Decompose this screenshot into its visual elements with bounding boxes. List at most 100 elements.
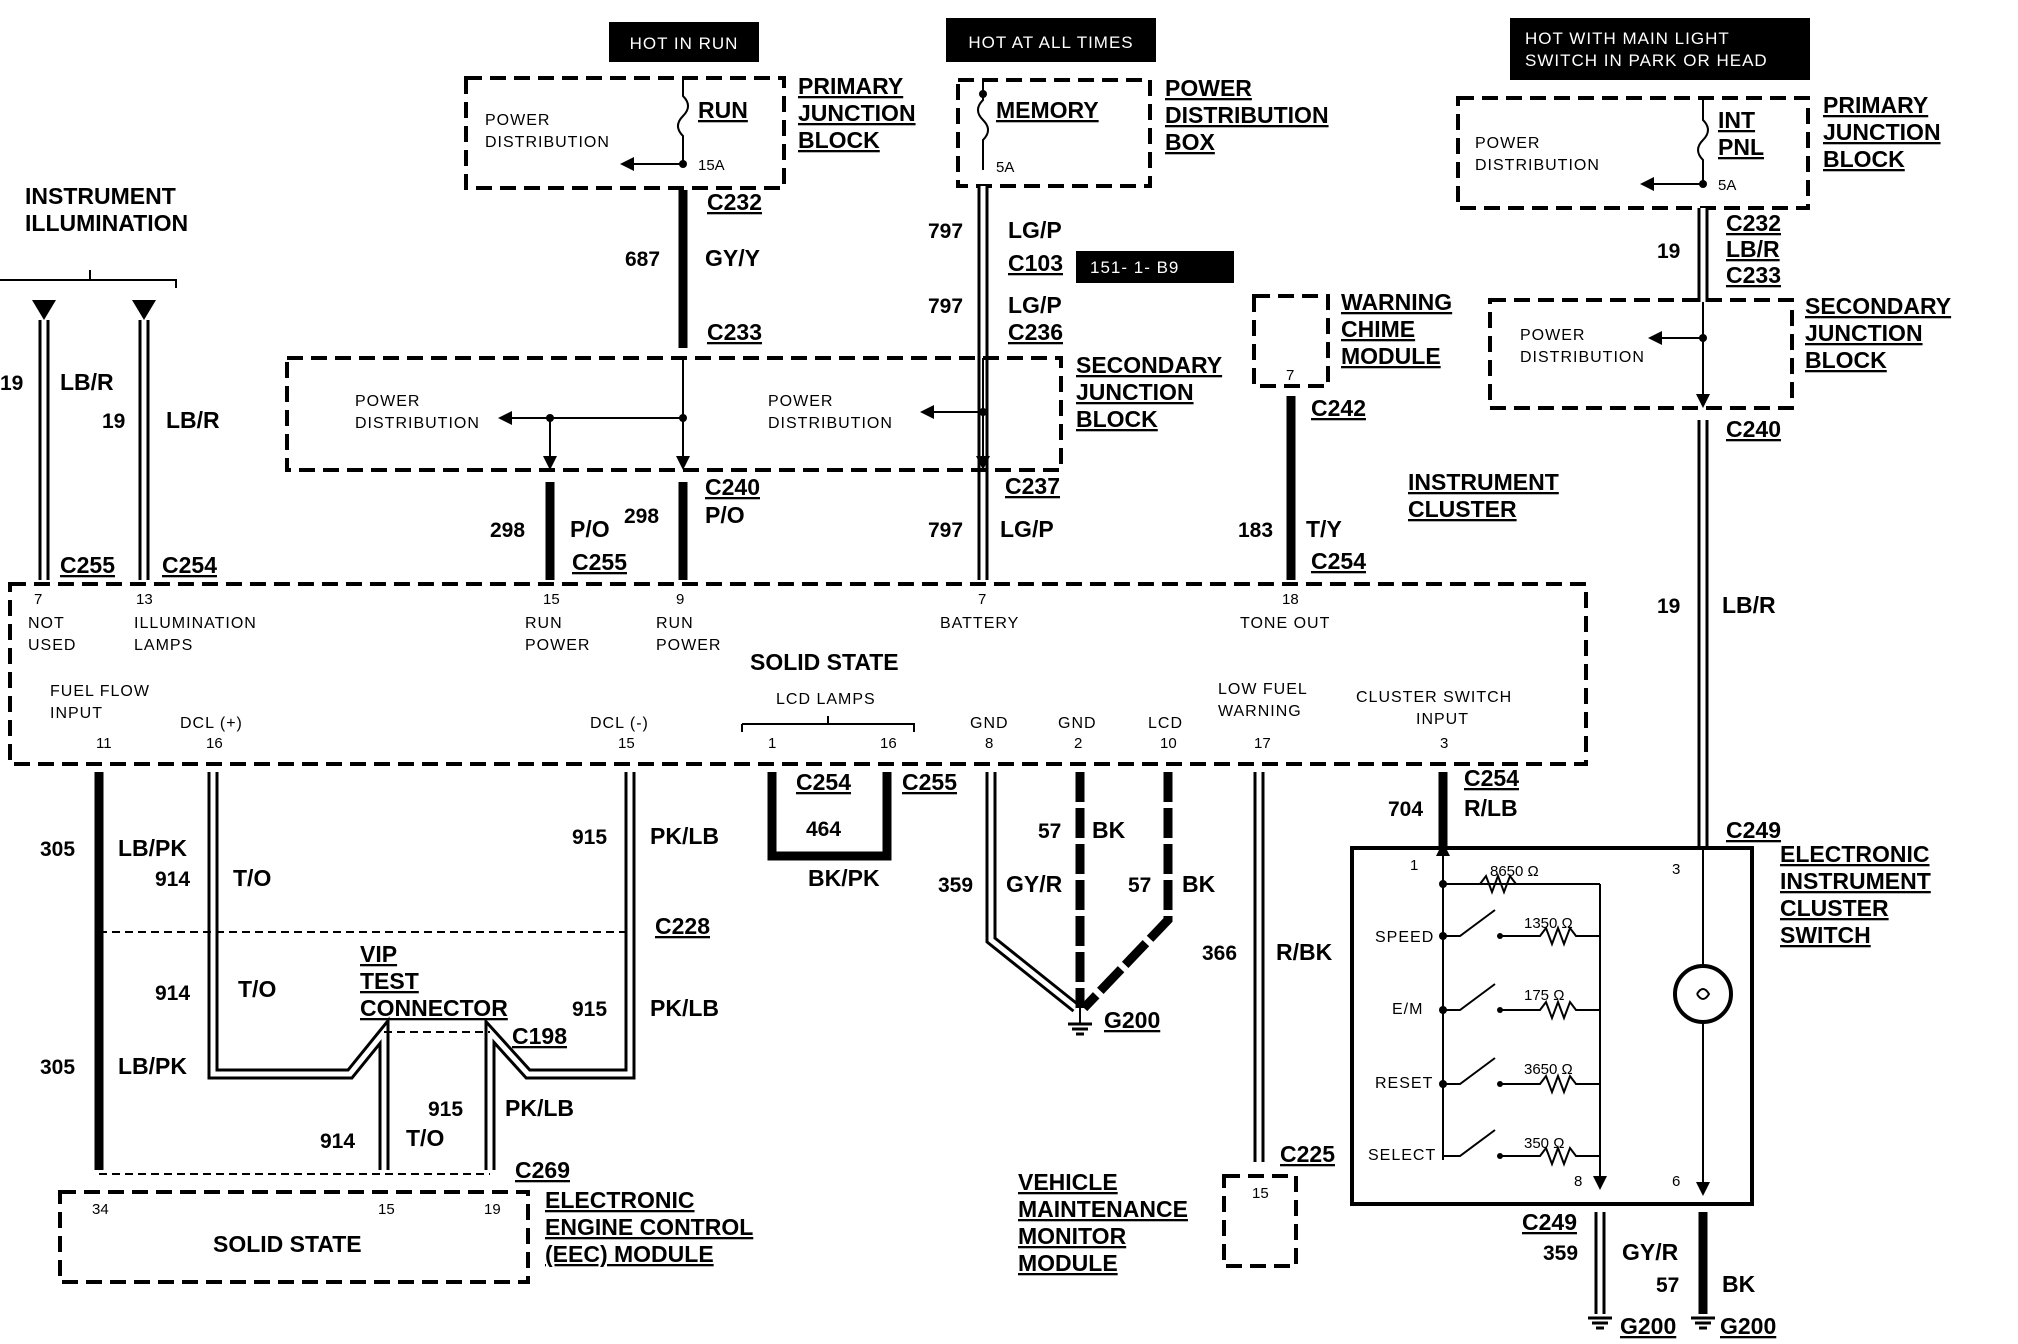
svg-text:BOX: BOX [1165,129,1216,155]
svg-text:POWER: POWER [1165,75,1252,101]
svg-text:PNL: PNL [1718,134,1764,160]
svg-text:BLOCK: BLOCK [1805,347,1887,373]
svg-text:MEMORY: MEMORY [996,97,1099,123]
wire-366: 366 R/BK C225 [1202,772,1335,1167]
svg-text:19: 19 [484,1201,501,1218]
svg-text:298: 298 [624,505,659,528]
svg-text:LB/R: LB/R [166,407,220,433]
svg-text:464: 464 [806,818,841,841]
svg-text:C237: C237 [1005,473,1060,499]
svg-text:3650 Ω: 3650 Ω [1524,1061,1573,1078]
svg-text:INT: INT [1718,107,1755,133]
wire-704: C254 704 R/LB [1388,765,1519,846]
svg-text:PK/LB: PK/LB [505,1095,574,1121]
svg-text:SOLID STATE: SOLID STATE [213,1231,362,1257]
svg-text:BLOCK: BLOCK [798,127,880,153]
svg-text:C232: C232 [707,189,762,215]
svg-text:914: 914 [155,982,190,1005]
svg-text:5A: 5A [996,159,1014,176]
svg-text:POWER: POWER [656,637,721,654]
svg-text:BK/PK: BK/PK [808,865,880,891]
svg-text:LAMPS: LAMPS [134,637,193,654]
svg-text:BK: BK [1092,817,1126,843]
svg-text:P/O: P/O [570,516,610,542]
secondary-junction-block-right: POWER DISTRIBUTION SECONDARY JUNCTION BL… [1488,293,1951,442]
svg-text:DCL (-): DCL (-) [590,715,649,732]
svg-text:7: 7 [34,591,42,608]
svg-text:CLUSTER SWITCH: CLUSTER SWITCH [1356,689,1512,706]
svg-text:DISTRIBUTION: DISTRIBUTION [768,415,893,432]
svg-text:TEST: TEST [360,968,419,994]
svg-text:914: 914 [155,868,190,891]
svg-text:915: 915 [572,826,607,849]
svg-text:1: 1 [1410,857,1418,874]
svg-text:VEHICLE: VEHICLE [1018,1169,1118,1195]
svg-text:19: 19 [1657,240,1680,263]
svg-text:687: 687 [625,248,660,271]
svg-text:17: 17 [1254,735,1271,752]
svg-text:HOT AT ALL TIMES: HOT AT ALL TIMES [968,33,1133,52]
vip-test-connector: VIP TEST CONNECTOR C198 [360,941,567,1049]
svg-text:CONNECTOR: CONNECTOR [360,995,508,1021]
svg-text:POWER: POWER [768,393,833,410]
banner-hot-in-run: HOT IN RUN [609,22,759,62]
svg-text:16: 16 [880,735,897,752]
svg-text:POWER: POWER [355,393,420,410]
svg-text:G200: G200 [1620,1313,1676,1339]
svg-text:797: 797 [928,519,963,542]
lamp-icon [1673,964,1733,1024]
wire-19-right-top: C232 LB/R C233 19 [1657,208,1781,302]
svg-text:LB/PK: LB/PK [118,1053,187,1079]
svg-text:POWER: POWER [485,112,550,129]
svg-text:JUNCTION: JUNCTION [1823,119,1941,145]
vmm-module: 15 VEHICLE MAINTENANCE MONITOR MODULE [1018,1169,1298,1276]
svg-text:DISTRIBUTION: DISTRIBUTION [355,415,480,432]
instrument-cluster: INSTRUMENT CLUSTER SOLID STATE 7 NOT USE… [8,469,1588,766]
svg-text:SWITCH IN PARK OR HEAD: SWITCH IN PARK OR HEAD [1525,51,1768,70]
eec-module: C269 34 15 19 SOLID STATE ELECTRONIC ENG… [58,1157,753,1284]
svg-text:PRIMARY: PRIMARY [798,73,903,99]
svg-text:9: 9 [676,591,684,608]
svg-text:914: 914 [320,1130,355,1153]
c228-label: C228 [655,913,710,939]
svg-text:8: 8 [985,735,993,752]
eic-switch: C249 ELECTRONIC INSTRUMENT CLUSTER SWITC… [1350,817,1931,1206]
svg-text:LG/P: LG/P [1000,516,1054,542]
primary-junction-block-right: POWER DISTRIBUTION INT PNL 5A PRIMARY JU… [1456,92,1941,210]
svg-text:C233: C233 [1726,262,1781,288]
svg-text:BLOCK: BLOCK [1823,146,1905,172]
wire-915: 915 PK/LB 915 PK/LB 915 PK/LB [428,772,719,1170]
svg-text:359: 359 [1543,1242,1578,1265]
warning-chime-module: 7 WARNING CHIME MODULE C242 183 T/Y C254 [1238,289,1452,580]
svg-text:RESET: RESET [1375,1075,1433,1092]
svg-text:T/Y: T/Y [1306,516,1342,542]
svg-text:LB/PK: LB/PK [118,835,187,861]
svg-text:8: 8 [1574,1173,1582,1190]
svg-text:C242: C242 [1311,395,1366,421]
instrument-illumination: INSTRUMENT ILLUMINATION 19 LB/R 19 LB/R … [0,183,220,580]
svg-text:GND: GND [1058,715,1097,732]
svg-text:T/O: T/O [238,976,276,1002]
svg-text:C269: C269 [515,1157,570,1183]
svg-text:G200: G200 [1720,1313,1776,1339]
wire-914: 914 T/O 914 T/O 914 T/O [155,772,444,1170]
wire-57-bottom: 57 BK [1656,1212,1756,1314]
svg-text:13: 13 [136,591,153,608]
svg-text:INSTRUMENT: INSTRUMENT [25,183,176,209]
svg-text:LG/P: LG/P [1008,292,1062,318]
svg-text:ENGINE CONTROL: ENGINE CONTROL [545,1214,753,1240]
svg-text:1: 1 [768,735,776,752]
svg-text:15A: 15A [698,157,725,174]
svg-text:18: 18 [1282,591,1299,608]
svg-text:R/LB: R/LB [1464,795,1518,821]
svg-text:POWER: POWER [525,637,590,654]
svg-text:366: 366 [1202,942,1237,965]
svg-text:10: 10 [1160,735,1177,752]
svg-text:7: 7 [1286,367,1294,384]
svg-text:POWER: POWER [1475,135,1540,152]
svg-text:350 Ω: 350 Ω [1524,1135,1564,1152]
svg-text:PRIMARY: PRIMARY [1823,92,1928,118]
svg-text:T/O: T/O [233,865,271,891]
svg-text:C249: C249 [1726,817,1781,843]
